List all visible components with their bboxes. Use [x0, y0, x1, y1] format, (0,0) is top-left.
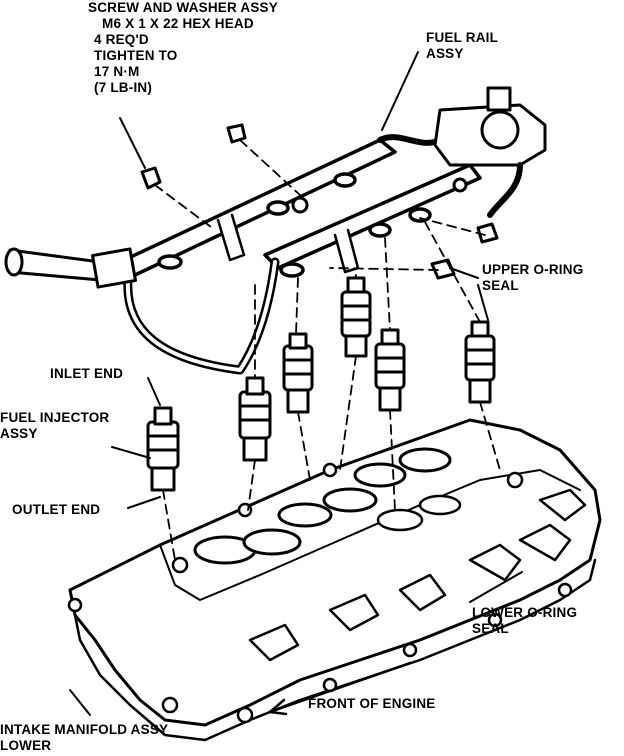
screws [140, 123, 499, 280]
intake-manifold [67, 418, 602, 742]
fuel-rail-label: FUEL RAIL ASSY [426, 30, 499, 61]
lower-oring-label: LOWER O-RING SEAL [472, 605, 578, 636]
fuel-rail [4, 86, 547, 375]
screw-and-washer-label: SCREW AND WASHER ASSY M6 x 1 x 22 HEX HE… [88, 0, 278, 95]
leader-lines [69, 51, 523, 716]
fuel-injector-label: FUEL INJECTOR ASSY [0, 410, 110, 441]
alignment-lines [154, 139, 501, 561]
upper-oring-label: UPPER O-RING SEAL [482, 262, 584, 293]
intake-manifold-label: INTAKE MANIFOLD ASSY LOWER [0, 722, 169, 753]
inlet-end-label: INLET END [50, 366, 124, 381]
outlet-end-label: OUTLET END [12, 502, 101, 517]
front-of-engine-label: FRONT OF ENGINE [308, 696, 436, 711]
front-of-engine-arrow [268, 661, 412, 716]
